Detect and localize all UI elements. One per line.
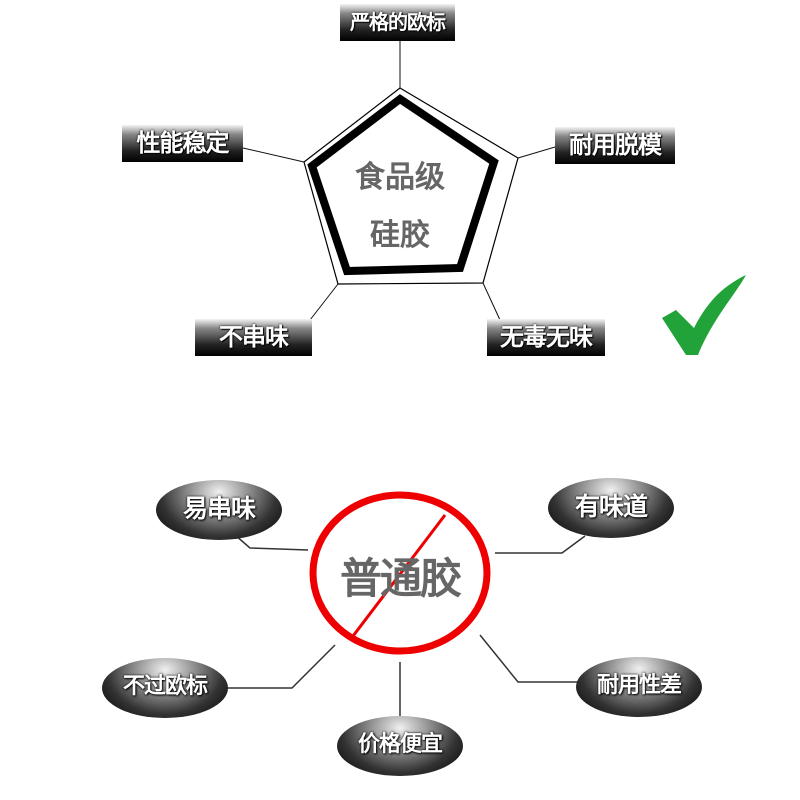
connector-line <box>309 283 339 321</box>
pentagon-inner <box>307 94 499 276</box>
feature-tag: 性能稳定 <box>122 125 243 162</box>
drawback-oval: 价格便宜 <box>337 716 463 776</box>
connector-line <box>234 534 309 551</box>
ordinary-center-title: 普通胶 <box>339 554 462 603</box>
drawback-oval: 有味道 <box>548 478 674 538</box>
pentagon-outer <box>303 87 519 285</box>
connector-line <box>242 147 305 163</box>
connector-line <box>482 282 501 321</box>
drawback-oval: 易串味 <box>156 480 282 540</box>
connector-line <box>479 634 580 683</box>
connector-line <box>495 535 586 554</box>
checkmark-icon <box>662 275 746 355</box>
drawback-oval: 耐用性差 <box>576 657 702 717</box>
center-title-line2: 硅胶 <box>370 218 430 253</box>
center-title-line1: 食品级 <box>355 160 445 195</box>
prohibit-circle-icon <box>309 491 491 655</box>
drawback-oval: 不过欧标 <box>102 658 228 718</box>
prohibit-slash <box>348 514 447 641</box>
feature-tag: 严格的欧标 <box>340 4 455 41</box>
connector-line <box>517 146 556 159</box>
feature-tag: 不串味 <box>195 319 312 356</box>
feature-tag: 耐用脱模 <box>555 127 675 164</box>
feature-tag: 无毒无味 <box>487 319 605 356</box>
connector-line <box>222 644 336 689</box>
